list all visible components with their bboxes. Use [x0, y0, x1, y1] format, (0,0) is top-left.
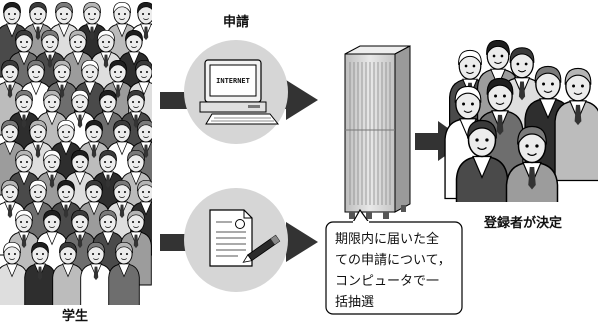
server-foot [401, 205, 406, 212]
server-icon [344, 45, 411, 219]
students-label: 学生 [62, 308, 88, 324]
server-vents [345, 62, 395, 205]
server-foot [349, 212, 355, 219]
registrant-figure [505, 125, 559, 202]
computer-icon: INTERNET [199, 59, 280, 125]
callout-line: コンピュータで一 [335, 274, 439, 289]
callout-line: 期限内に届いた全 [335, 231, 439, 247]
student-figure [24, 241, 56, 305]
student-figure [108, 241, 140, 305]
pen-icon [242, 234, 281, 263]
stamp-icon [235, 219, 245, 229]
server-foot [366, 212, 372, 219]
application-label: 申請 [223, 14, 249, 30]
server-foot [383, 212, 389, 219]
registrants-label: 登録者が決定 [483, 215, 562, 231]
registrant-figure [554, 67, 598, 182]
student-crowd [0, 1, 152, 305]
lottery-callout: 期限内に届いた全 ての申請について， コンピュータで一 括抽選 [325, 208, 463, 315]
callout-line: ての申請について， [335, 253, 451, 268]
student-figure [52, 241, 84, 305]
document-icon [209, 209, 253, 267]
callout-line: 括抽選 [335, 295, 374, 310]
student-figure [0, 241, 28, 305]
screen-text: INTERNET [216, 77, 250, 85]
registrant-figure [455, 119, 509, 202]
student-figure [80, 241, 112, 305]
registrant-group [444, 40, 598, 202]
